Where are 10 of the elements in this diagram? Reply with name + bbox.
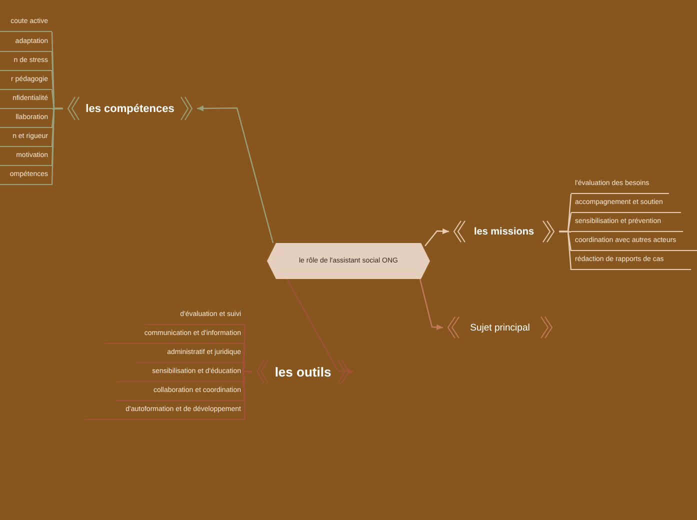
connector [286,278,354,374]
topic-label: les outils [274,364,332,379]
topic-label: les missions [474,226,534,237]
connector [424,228,450,246]
connector [197,106,274,244]
topic-label: les compétences [86,102,174,114]
topic-label: Sujet principal [470,322,530,333]
connector [559,230,572,270]
connector [51,108,63,186]
connector [419,278,444,330]
